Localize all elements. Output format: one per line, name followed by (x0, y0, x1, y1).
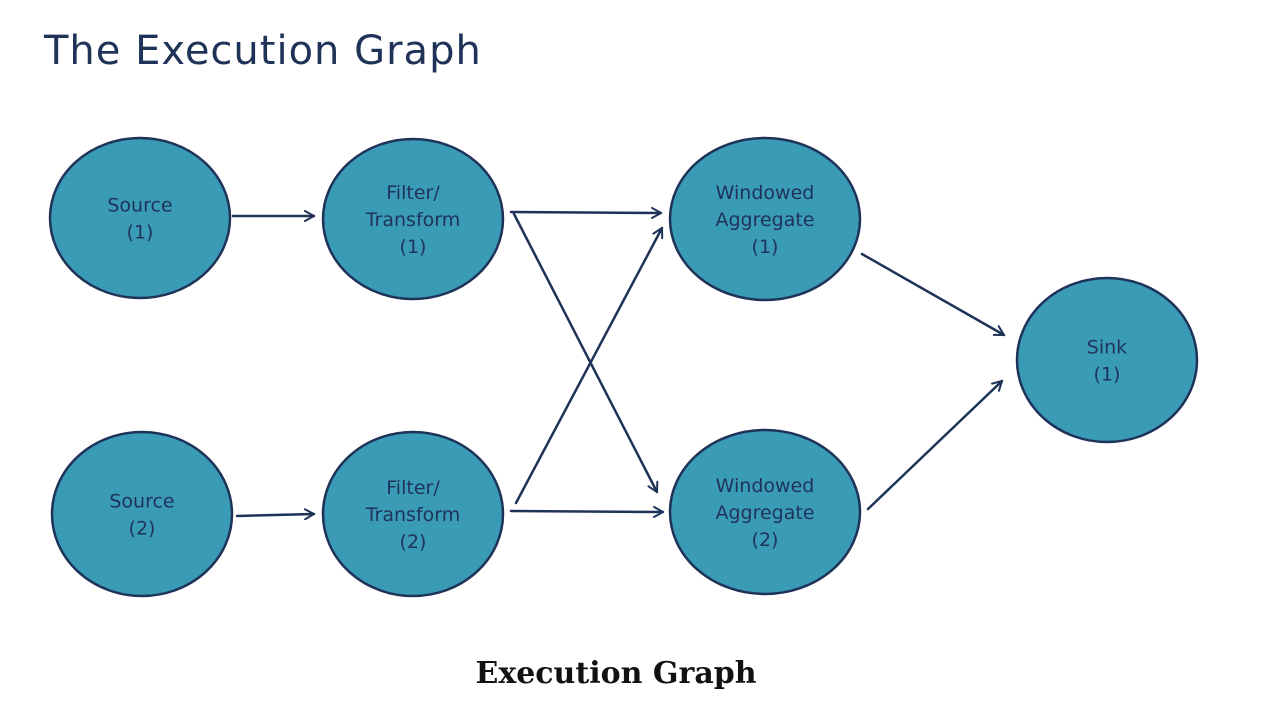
edges-layer (231, 206, 1006, 521)
node-shape-windowed-aggregate-1 (668, 136, 862, 302)
node-label-source-1-line-1: Source (107, 195, 172, 217)
node-label-windowed-aggregate-1-line-3: (1) (752, 236, 779, 258)
node-label-filter-transform-1-line-3: (1) (400, 236, 427, 258)
node-filter-transform-1: Filter/Transform (1) (321, 137, 505, 301)
edge-source-2-to-filter-transform-2 (235, 508, 316, 521)
node-shape-sink-1 (1015, 276, 1199, 444)
figure-caption: Execution Graph (475, 656, 757, 691)
node-label-sink-1-line-1: Sink (1087, 337, 1127, 359)
edge-windowed-aggregate-2-to-sink-1 (866, 379, 1004, 511)
node-label-filter-transform-2-line-2: Transform (365, 504, 461, 526)
node-label-filter-transform-1-line-1: Filter/ (386, 182, 440, 204)
node-label-windowed-aggregate-1-line-1: Windowed (716, 182, 815, 204)
node-label-filter-transform-2-line-1: Filter/ (386, 477, 440, 499)
node-label-windowed-aggregate-2-line-2: Aggregate (715, 502, 814, 524)
node-source-2: Source (2) (50, 430, 234, 598)
node-shape-filter-transform-2 (321, 430, 505, 598)
node-shape-windowed-aggregate-2 (668, 428, 862, 596)
nodes-layer: Source(1)Filter/Transform(1)WindowedAggr… (48, 136, 1199, 598)
node-label-filter-transform-1-line-2: Transform (365, 209, 461, 231)
node-label-sink-1-line-2: (1) (1094, 364, 1121, 386)
edge-filter-transform-1-to-windowed-aggregate-2 (512, 212, 659, 494)
node-shape-source-1 (48, 136, 232, 300)
node-label-windowed-aggregate-2-line-3: (2) (752, 529, 779, 551)
node-label-source-1-line-2: (1) (127, 222, 154, 244)
node-source-1: Source (1) (48, 136, 232, 300)
node-label-windowed-aggregate-1-line-2: Aggregate (715, 209, 814, 231)
edge-filter-transform-2-to-windowed-aggregate-1 (514, 226, 664, 505)
node-shape-source-2 (50, 430, 234, 598)
edge-windowed-aggregate-1-to-sink-1 (860, 252, 1006, 337)
edge-filter-transform-2-to-windowed-aggregate-2 (509, 505, 665, 518)
node-sink-1: Sink (1) (1015, 276, 1199, 444)
diagram-title: The Execution Graph (44, 28, 482, 74)
node-label-source-2-line-1: Source (109, 491, 174, 513)
node-label-filter-transform-2-line-3: (2) (400, 531, 427, 553)
node-filter-transform-2: Filter/Transform (2) (321, 430, 505, 598)
node-shape-filter-transform-1 (321, 137, 505, 301)
edge-filter-transform-1-to-windowed-aggregate-1 (509, 206, 663, 219)
node-label-source-2-line-2: (2) (129, 518, 156, 540)
node-label-windowed-aggregate-2-line-1: Windowed (716, 475, 815, 497)
